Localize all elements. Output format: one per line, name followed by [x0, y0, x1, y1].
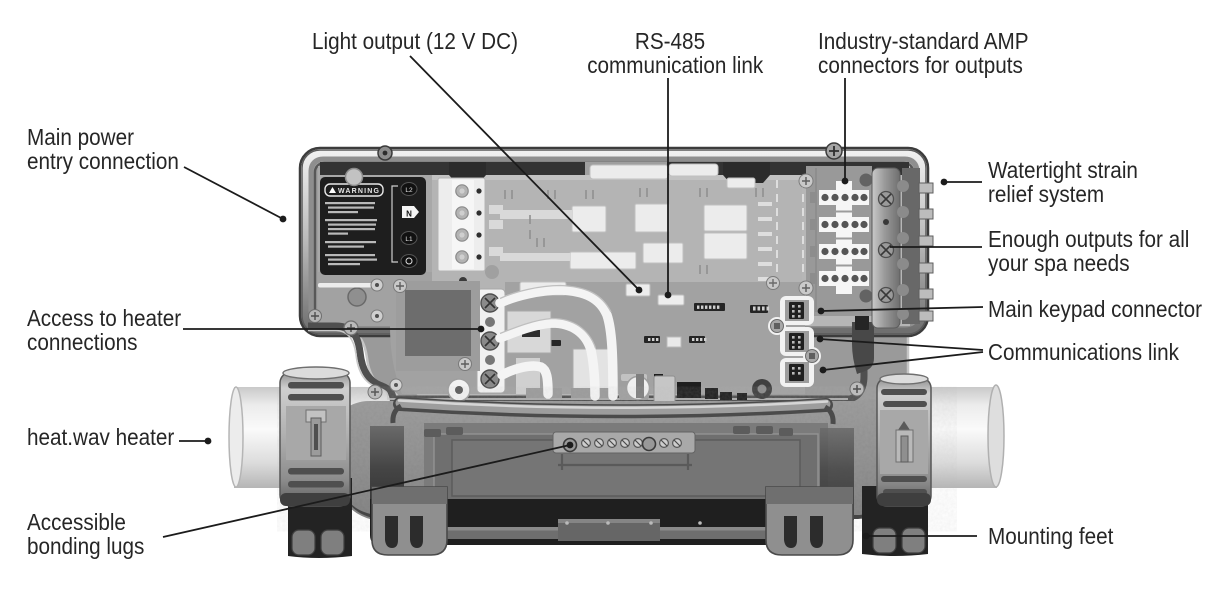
svg-text:L1: L1 [405, 236, 413, 243]
svg-text:N: N [406, 210, 412, 219]
svg-text:L2: L2 [405, 187, 413, 194]
svg-text:WARNING: WARNING [338, 188, 380, 195]
